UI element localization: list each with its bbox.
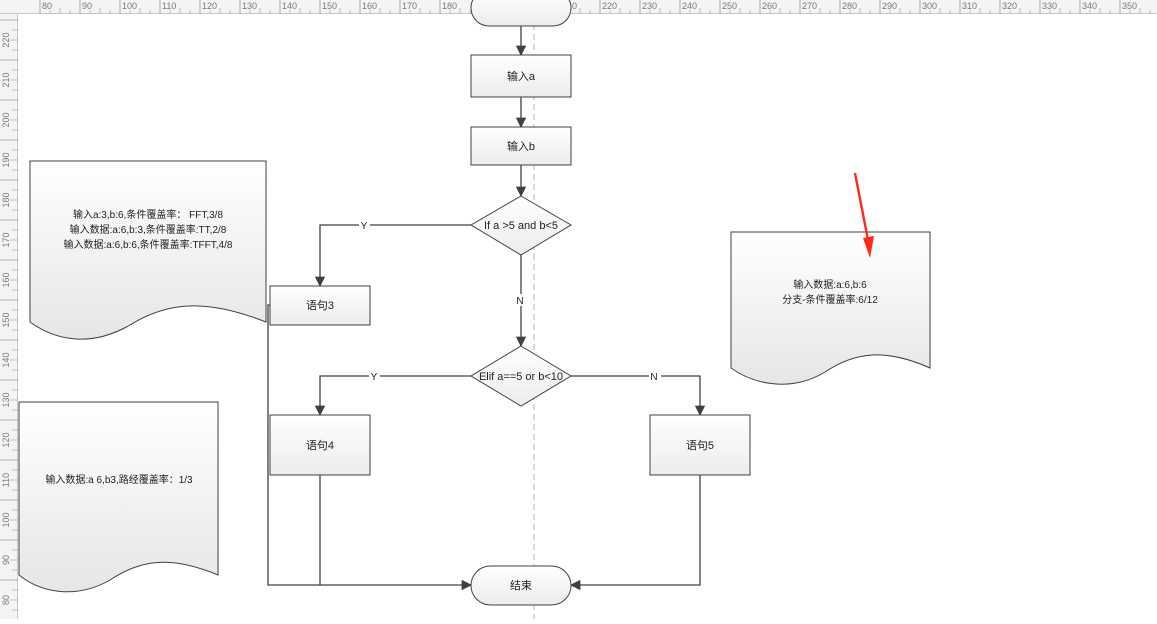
ruler-tick-label: 240 [682, 1, 697, 11]
process-input-a[interactable]: 输入a [470, 54, 572, 98]
stmt3-label: 语句3 [306, 299, 334, 312]
stmt4-label: 语句4 [306, 439, 334, 452]
ruler-tick-label: 170 [402, 1, 417, 11]
ruler-tick-label: 140 [1, 352, 11, 367]
ruler-tick-label: 330 [1042, 1, 1057, 11]
end-terminator[interactable]: 结束 [470, 565, 572, 606]
ruler-tick-label: 190 [1, 152, 11, 167]
path-coverage-text: 输入数据:a 6,b3,路经覆盖率：1/3 [45, 473, 193, 486]
ruler-tick-label: 140 [282, 1, 297, 11]
ruler-tick-label: 350 [1122, 1, 1137, 11]
ruler-tick-label: 280 [842, 1, 857, 11]
ruler-tick-label: 90 [1, 555, 11, 565]
edge-label-d1-yes: Y [361, 221, 368, 232]
edge-labels: Y N Y N [359, 219, 661, 383]
horizontal-ruler-ticks: 8090100110120130140150160170180190200210… [39, 0, 1151, 14]
ruler-tick-label: 150 [322, 1, 337, 11]
ruler-tick-label: 210 [1, 72, 11, 87]
ruler-tick-label: 170 [1, 232, 11, 247]
condition-coverage-line-2: 输入数据:a:6,b:3,条件覆盖率:TT,2/8 [70, 223, 227, 236]
input-b-label: 输入b [507, 139, 535, 153]
branch-coverage-line-2: 分支-条件覆盖率:6/12 [782, 293, 878, 306]
horizontal-ruler: 8090100110120130140150160170180190200210… [0, 0, 1157, 14]
process-stmt5[interactable]: 语句5 [649, 414, 751, 476]
process-stmt3[interactable]: 语句3 [269, 285, 371, 326]
edge-stmt3-to-end [267, 304, 473, 591]
edge-label-d2-yes: Y [371, 372, 378, 383]
ruler-tick-label: 130 [242, 1, 257, 11]
ruler-tick-label: 80 [42, 1, 52, 11]
process-input-b[interactable]: 输入b [470, 126, 572, 166]
ruler-tick-label: 220 [1, 32, 11, 47]
process-stmt4[interactable]: 语句4 [269, 414, 371, 476]
branch-coverage-line-1: 输入数据:a:6,b:6 [793, 278, 867, 291]
ruler-tick-label: 120 [202, 1, 217, 11]
ruler-tick-label: 310 [962, 1, 977, 11]
ruler-tick-label: 90 [82, 1, 92, 11]
ruler-tick-label: 300 [922, 1, 937, 11]
edge-decision1-yes [314, 224, 471, 288]
decision-2[interactable]: Elif a==5 or b<10 [470, 345, 572, 407]
stmt5-label: 语句5 [686, 439, 714, 452]
ruler-tick-label: 270 [802, 1, 817, 11]
ruler-tick-label: 230 [642, 1, 657, 11]
ruler-tick-label: 320 [1002, 1, 1017, 11]
ruler-tick-label: 260 [762, 1, 777, 11]
vertical-ruler-ticks: 220 210 200 190 180 170 160 150 140 130 120 110 100 9… [0, 19, 18, 621]
ruler-tick-label: 130 [1, 392, 11, 407]
start-terminator[interactable] [470, 0, 572, 27]
condition-coverage-line-3: 输入数据:a:6,b:6,条件覆盖率:TFFT,4/8 [64, 238, 233, 251]
ruler-tick-label: 290 [882, 1, 897, 11]
ruler-tick-label: 220 [602, 1, 617, 11]
ruler-tick-label: 150 [1, 312, 11, 327]
edge-label-d1-no: N [516, 296, 523, 307]
red-arrow-icon [853, 172, 874, 258]
edge-stmt5-to-end [569, 475, 701, 591]
note-branch-coverage[interactable]: 输入数据:a:6,b:6 分支-条件覆盖率:6/12 [730, 231, 931, 385]
ruler-tick-label: 180 [442, 1, 457, 11]
condition-coverage-line-1: 输入a:3,b:6,条件覆盖率： FFT,3/8 [73, 208, 223, 221]
ruler-tick-label: 180 [1, 192, 11, 207]
edge-decision2-no [571, 375, 706, 417]
ruler-tick-label: 100 [122, 1, 137, 11]
ruler-tick-label: 160 [1, 272, 11, 287]
decision-1[interactable]: If a >5 and b<5 [470, 195, 572, 256]
ruler-tick-label: 160 [362, 1, 377, 11]
end-label: 结束 [510, 579, 532, 592]
decision-2-label: Elif a==5 or b<10 [479, 371, 563, 383]
ruler-tick-label: 100 [1, 512, 11, 527]
input-a-label: 输入a [507, 69, 536, 83]
ruler-tick-label: 110 [1, 473, 11, 487]
note-path-coverage[interactable]: 输入数据:a 6,b3,路经覆盖率：1/3 [18, 401, 219, 593]
edge-decision2-yes [314, 375, 471, 417]
ruler-tick-label: 250 [722, 1, 737, 11]
note-condition-coverage[interactable]: 输入a:3,b:6,条件覆盖率： FFT,3/8 输入数据:a:6,b:3,条件… [29, 160, 267, 340]
vertical-ruler: 220 210 200 190 180 170 160 150 140 130 120 110 100 9… [0, 14, 18, 621]
decision-1-label: If a >5 and b<5 [484, 220, 558, 232]
ruler-tick-label: 110 [162, 1, 176, 11]
ruler-tick-label: 200 [1, 112, 11, 127]
edge-label-d2-no: N [650, 372, 657, 383]
ruler-tick-label: 340 [1082, 1, 1097, 11]
ruler-tick-label: 80 [1, 595, 11, 605]
ruler-tick-label: 120 [1, 432, 11, 447]
